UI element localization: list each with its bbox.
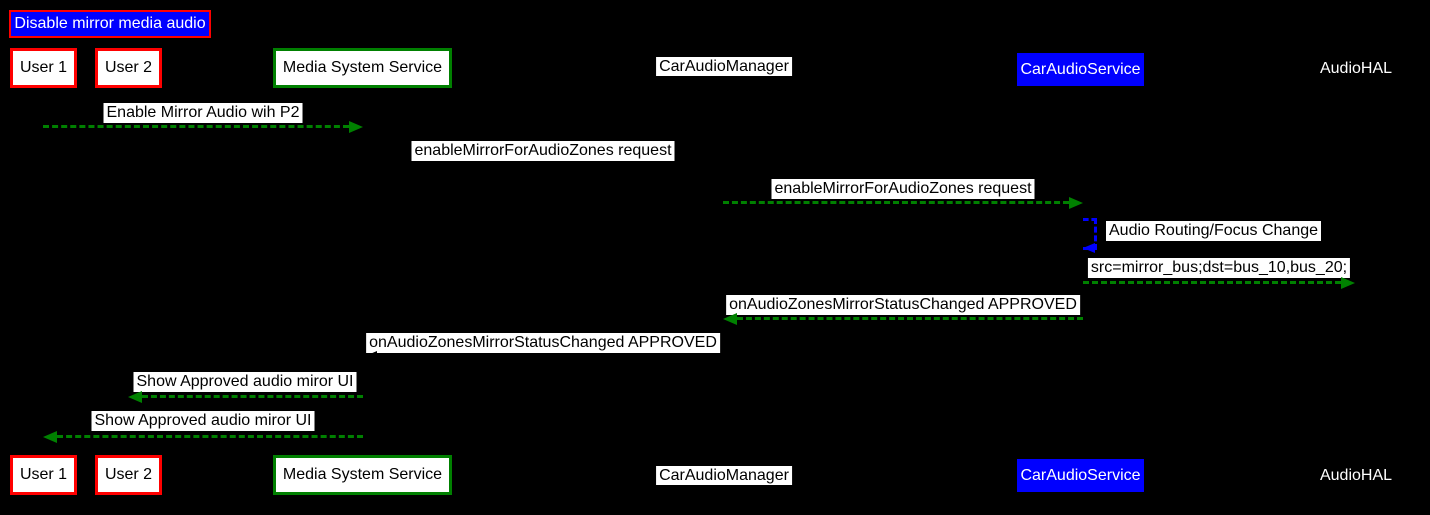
message-label-5: src=mirror_bus;dst=bus_10,bus_20; bbox=[1087, 258, 1351, 278]
message-label-7: onAudioZonesMirrorStatusChanged APPROVED bbox=[366, 333, 720, 353]
actor-user2-bottom: User 2 bbox=[95, 455, 162, 495]
actor-car-audio-manager-bottom: CarAudioManager bbox=[656, 466, 792, 485]
arrowhead-right-icon bbox=[1069, 197, 1083, 209]
message-label-6: onAudioZonesMirrorStatusChanged APPROVED bbox=[726, 295, 1080, 315]
actor-car-audio-service-bottom: CarAudioService bbox=[1017, 459, 1144, 492]
message-arrow-6 bbox=[737, 317, 1083, 320]
message-arrow-7 bbox=[377, 355, 723, 358]
actor-user1-bottom: User 1 bbox=[10, 455, 77, 495]
arrowhead-right-icon bbox=[709, 159, 723, 171]
actor-user1-top: User 1 bbox=[10, 48, 77, 88]
actor-media-system-service-bottom: Media System Service bbox=[273, 455, 452, 495]
message-label-9: Show Approved audio miror UI bbox=[91, 411, 315, 431]
actor-car-audio-manager-top: CarAudioManager bbox=[656, 57, 792, 76]
message-label-8: Show Approved audio miror UI bbox=[133, 372, 357, 392]
message-arrow-2 bbox=[363, 163, 709, 166]
message-label-1: Enable Mirror Audio wih P2 bbox=[103, 103, 303, 123]
arrowhead-left-icon bbox=[43, 431, 57, 443]
message-label-3: enableMirrorForAudioZones request bbox=[771, 179, 1035, 199]
lifeline-car-audio-service bbox=[1082, 88, 1084, 455]
message-label-4: Audio Routing/Focus Change bbox=[1106, 221, 1322, 241]
lifeline-media-system-service bbox=[362, 88, 364, 455]
actor-media-system-service-top: Media System Service bbox=[273, 48, 452, 88]
message-arrow-5 bbox=[1083, 281, 1341, 284]
arrowhead-left-icon bbox=[128, 391, 142, 403]
arrowhead-right-icon bbox=[1341, 277, 1355, 289]
arrowhead-right-icon bbox=[349, 121, 363, 133]
lifeline-car-audio-manager bbox=[722, 88, 724, 455]
arrowhead-left-icon bbox=[1083, 243, 1095, 253]
lifeline-user2 bbox=[127, 88, 129, 455]
actor-car-audio-service-top: CarAudioService bbox=[1017, 53, 1144, 86]
message-arrow-9 bbox=[57, 435, 363, 438]
actor-audio-hal-bottom: AudioHAL bbox=[1319, 467, 1393, 484]
actor-audio-hal-top: AudioHAL bbox=[1319, 60, 1393, 77]
arrowhead-left-icon bbox=[723, 313, 737, 325]
lifeline-user1 bbox=[42, 88, 44, 455]
message-arrow-8 bbox=[142, 395, 363, 398]
diagram-title: Disable mirror media audio bbox=[9, 10, 211, 38]
actor-user2-top: User 2 bbox=[95, 48, 162, 88]
lifeline-audio-hal bbox=[1354, 88, 1356, 455]
message-label-2: enableMirrorForAudioZones request bbox=[411, 141, 675, 161]
message-arrow-1 bbox=[43, 125, 349, 128]
message-arrow-3 bbox=[723, 201, 1069, 204]
arrowhead-left-icon bbox=[363, 351, 377, 363]
